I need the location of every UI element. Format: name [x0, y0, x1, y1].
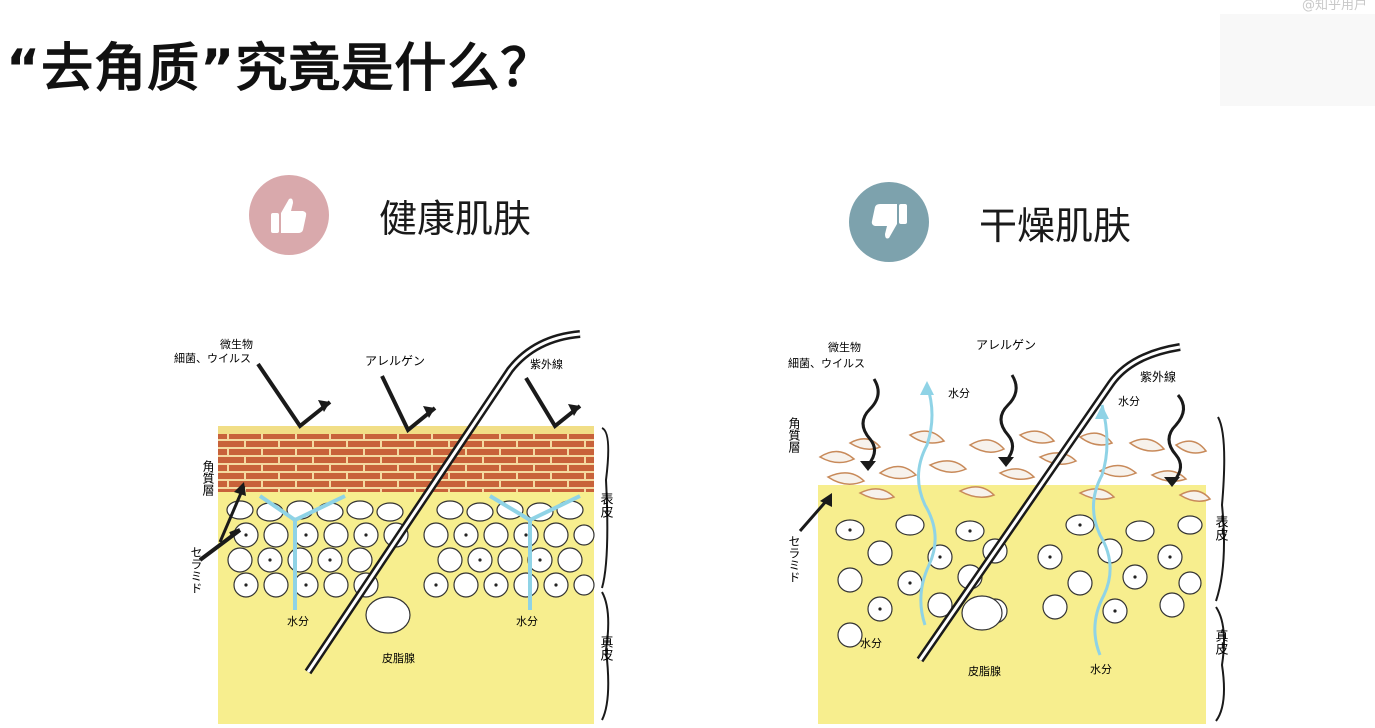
- label-stratum-corneum: 角質層: [787, 417, 801, 454]
- watermark-box: [1220, 14, 1375, 106]
- stratum-corneum-bricks: [218, 432, 594, 492]
- label-bacteria-virus: 細菌、ウイルス: [788, 357, 865, 370]
- label-ceramide: セラミド: [787, 535, 801, 583]
- label-moisture-top: 水分: [948, 387, 970, 400]
- deflected-arrows: [198, 362, 582, 562]
- thumbs-down-icon: [871, 204, 907, 239]
- flaking-scales: [818, 430, 1212, 502]
- thumbs-up-icon: [271, 198, 307, 233]
- label-moisture-bottom-right: 水分: [1090, 663, 1112, 676]
- dry-skin-label: 干燥肌肤: [979, 203, 1132, 248]
- label-sebaceous: 皮脂腺: [968, 664, 1001, 678]
- label-moisture-right: 水分: [516, 615, 538, 628]
- label-dermis: 真皮: [1213, 629, 1229, 655]
- page-title: “去角质”究竟是什么？: [6, 39, 554, 99]
- penetrating-arrows: [798, 374, 1185, 532]
- label-moisture-right: 水分: [1118, 395, 1140, 408]
- label-stratum-corneum: 角質層: [201, 460, 215, 497]
- label-uv: 紫外線: [1140, 369, 1176, 384]
- healthy-skin-header: 健康肌肤: [249, 175, 531, 255]
- epidermis-cells: [226, 500, 595, 598]
- label-epidermis: 表皮: [598, 492, 614, 518]
- label-ceramide: セラミド: [189, 546, 203, 594]
- label-allergen: アレルゲン: [976, 338, 1036, 352]
- thumbs-down-badge: [849, 182, 929, 262]
- label-moisture-left: 水分: [287, 615, 309, 628]
- dry-skin-diagram: 微生物 細菌、ウイルス アレルゲン 紫外線 角質層 セラミド 表皮 真皮 水分 …: [780, 325, 1250, 724]
- dry-skin-header: 干燥肌肤: [849, 182, 1131, 262]
- sebaceous-gland: [961, 595, 1003, 631]
- label-bacteria-virus: 細菌、ウイルス: [174, 352, 251, 365]
- label-microbes: 微生物: [828, 340, 861, 354]
- label-epidermis: 表皮: [1213, 515, 1229, 541]
- sebaceous-gland: [365, 596, 411, 634]
- label-dermis: 真皮: [598, 635, 614, 661]
- label-moisture-bottom-left: 水分: [860, 637, 882, 650]
- label-uv: 紫外線: [530, 357, 563, 371]
- label-microbes: 微生物: [220, 337, 253, 351]
- label-allergen: アレルゲン: [365, 354, 425, 368]
- label-sebaceous: 皮脂腺: [382, 651, 415, 665]
- healthy-skin-label: 健康肌肤: [379, 196, 532, 241]
- moisture-channels: [258, 494, 581, 610]
- thumbs-up-badge: [249, 175, 329, 255]
- moisture-escaping: [916, 384, 1112, 656]
- watermark: @知乎用户: [1301, 0, 1367, 13]
- healthy-skin-diagram: 微生物 細菌、ウイルス アレルゲン 紫外線 角質層 セラミド 表皮 真皮 水分 …: [160, 320, 620, 724]
